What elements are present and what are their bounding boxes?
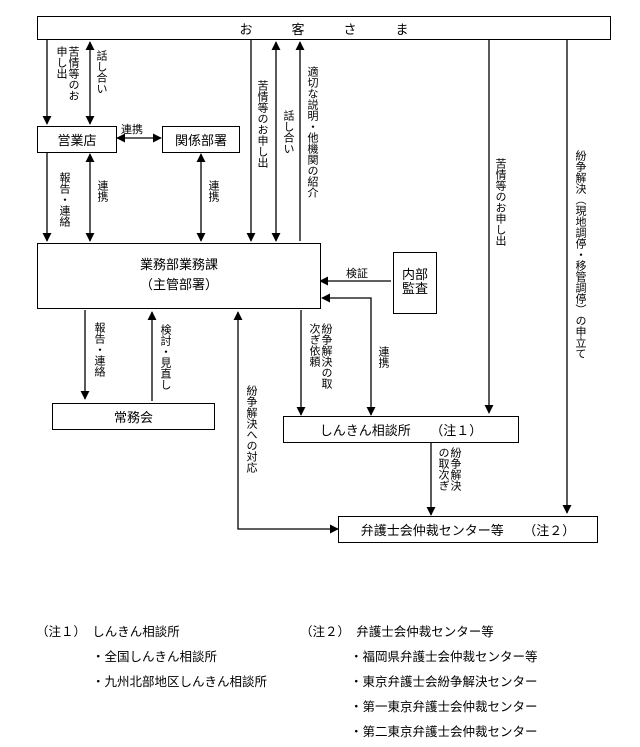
label-complaint-c: 苦情等のお申し出: [494, 158, 507, 246]
label-dispute-response: 紛争解決への対応: [245, 385, 258, 473]
internal-audit-box: 内部監査: [393, 252, 437, 314]
related-dept-box: 関係部署: [162, 126, 240, 153]
note2-item: ・第一東京弁護士会仲裁センター: [350, 699, 538, 714]
business-dept-box: 業務部業務課 （主管部署）: [37, 243, 321, 309]
label-renkei-center: 連携: [377, 346, 390, 368]
label-dispute-direct: 紛争解決（現地調停・移管調停）の申立て: [574, 150, 587, 359]
label-report-branch: 報告・連絡: [58, 172, 71, 227]
note1-title: （注１） しんきん相談所: [36, 624, 180, 639]
note2-title: （注２） 弁護士会仲裁センター等: [300, 624, 494, 639]
label-complaint-b: 苦情等のお申し出: [256, 80, 269, 168]
note1-item: ・九州北部地区しんきん相談所: [92, 674, 268, 689]
label-audit: 検証: [346, 267, 368, 280]
label-renkei-branch: 連携: [96, 180, 109, 202]
arrow-dispute-response: [233, 311, 339, 534]
label-dispute-relay: 紛争解決の取次ぎ: [437, 447, 462, 491]
internal-audit-label: 内部監査: [402, 268, 429, 297]
note2-item: ・福岡県弁護士会仲裁センター等: [350, 649, 538, 664]
business-dept-role: （主管部署）: [139, 278, 218, 293]
customer-box: お 客 さ ま: [37, 16, 611, 40]
label-renkei-dept: 連携: [207, 180, 220, 202]
board-box: 常務会: [52, 403, 215, 430]
label-complaint-a: 苦情等のお申し出: [55, 46, 80, 101]
note1-item: ・全国しんきん相談所: [92, 649, 218, 664]
label-introduction: 適切な説明・他機関の紹介: [306, 66, 319, 198]
label-dispute-request: 紛争解決の取次ぎ依頼: [308, 323, 333, 389]
bar-center-box: 弁護士会仲裁センター等 （注２）: [338, 516, 598, 543]
shinkin-center-box: しんきん相談所 （注１）: [283, 416, 519, 443]
note2-item: ・東京弁護士会紛争解決センター: [350, 674, 538, 689]
business-dept-name: 業務部業務課: [139, 258, 218, 273]
label-renkei-branch-dept: 連携: [121, 123, 143, 136]
note2-item: ・第二東京弁護士会仲裁センター: [350, 724, 538, 739]
label-discussion-b: 話し合い: [282, 110, 295, 154]
branch-box: 営業店: [37, 126, 117, 153]
arrow-renkei-center: [321, 293, 376, 416]
label-review: 検討・見直し: [159, 324, 172, 390]
label-discussion-a: 話し合い: [95, 50, 108, 94]
label-report-board: 報告・連絡: [93, 322, 106, 377]
